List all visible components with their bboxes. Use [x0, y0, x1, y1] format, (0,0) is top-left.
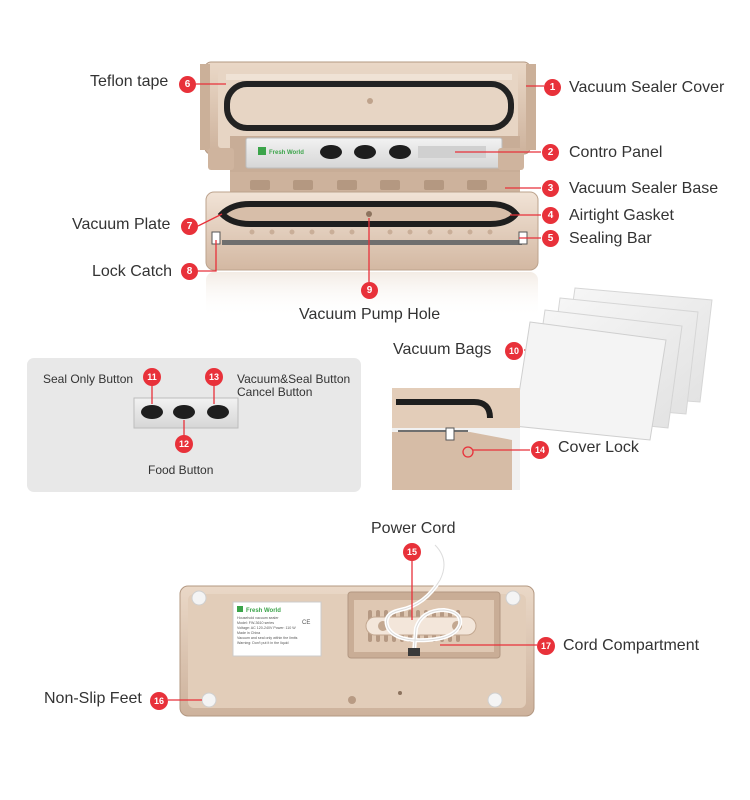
label-non-slip-feet: Non-Slip Feet — [44, 690, 142, 707]
callout-badge-2: 2 — [542, 144, 559, 161]
callout-badge-1: 1 — [544, 79, 561, 96]
cover-lock-photo — [392, 388, 530, 490]
vacuum-bags-image — [513, 287, 713, 441]
label-cover-lock: Cover Lock — [558, 439, 639, 456]
callout-badge-11: 11 — [143, 368, 161, 386]
callout-badge-10: 10 — [505, 342, 523, 360]
sticker-line: Household vacuum sealer — [237, 616, 279, 620]
label-vacuum-sealer-base: Vacuum Sealer Base — [569, 180, 719, 197]
callout-badge-17: 17 — [537, 637, 555, 655]
callout-badge-3: 3 — [542, 180, 559, 197]
machine-bottom-view: Fresh World Household vacuum sealer Mode… — [179, 543, 535, 717]
control-panel: Fresh World — [208, 136, 524, 176]
sticker-line: Made in China — [237, 631, 260, 635]
leader-lines-bottom — [168, 558, 537, 701]
label-vacuum-pump-hole: Vacuum Pump Hole — [299, 306, 441, 323]
label-sealing-bar: Sealing Bar — [569, 230, 652, 247]
sticker-line: Model: FW-3610 series — [237, 621, 274, 625]
callout-badge-4: 4 — [542, 207, 559, 224]
callout-badge-8: 8 — [181, 263, 198, 280]
label-seal-only-button: Seal Only Button — [43, 372, 134, 386]
callout-badge-15: 15 — [403, 543, 421, 561]
label-vacuum-seal-cancel-button: Vacuum&Seal Button Cancel Button — [237, 372, 351, 400]
vacuum-sealer-base — [205, 172, 539, 271]
sticker-line: Warning: Don't put it in the liquid — [237, 641, 289, 645]
ce-mark: CE — [302, 620, 310, 626]
panel-brand-text: Fresh World — [269, 150, 304, 156]
vacuum-sealer-cover — [200, 61, 536, 155]
button-panel-box — [27, 358, 361, 492]
sticker-brand-text: Fresh World — [246, 608, 281, 614]
callout-badge-6: 6 — [179, 76, 196, 93]
label-vacuum-plate: Vacuum Plate — [72, 216, 171, 233]
label-food-button: Food Button — [148, 463, 214, 477]
label-airtight-gasket: Airtight Gasket — [569, 207, 674, 224]
callout-badge-12: 12 — [175, 435, 193, 453]
sticker-line: Vacuum and seal only within the limits — [237, 636, 298, 640]
sticker-line: Voltage: AC 120-240V Power: 110 W — [237, 626, 296, 630]
callout-badge-7: 7 — [181, 218, 198, 235]
label-vacuum-sealer-cover: Vacuum Sealer Cover — [569, 79, 725, 96]
callout-badge-9: 9 — [361, 282, 378, 299]
label-teflon-tape: Teflon tape — [90, 73, 169, 90]
label-lock-catch: Lock Catch — [92, 263, 173, 280]
callout-badge-13: 13 — [205, 368, 223, 386]
label-cord-compartment: Cord Compartment — [563, 637, 700, 654]
callout-badge-14: 14 — [531, 441, 549, 459]
callout-badge-16: 16 — [150, 692, 168, 710]
label-vacuum-bags: Vacuum Bags — [393, 341, 492, 358]
label-power-cord: Power Cord — [371, 520, 456, 537]
label-control-panel: Contro Panel — [569, 144, 663, 161]
callout-badge-5: 5 — [542, 230, 559, 247]
